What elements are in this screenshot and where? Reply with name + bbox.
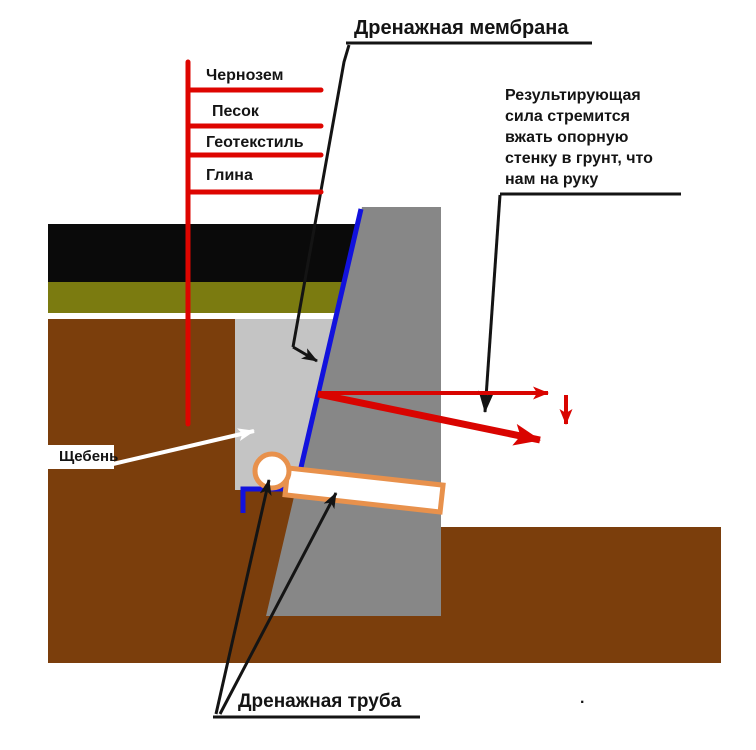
pipe-label: Дренажная труба [238, 691, 402, 712]
pipe-leader-arrow-body [218, 492, 338, 715]
force-note-line-1: Результирующая [505, 87, 641, 104]
force-note-leader-arrow [478, 194, 502, 413]
layer-label-chernozem: Чернозем [206, 67, 284, 84]
gravel-label: Щебень [59, 448, 119, 465]
gravel-label-box: Щебень [48, 445, 118, 469]
topsoil-layer-shape [48, 224, 358, 282]
force-note-line-3: вжать опорную [505, 129, 629, 146]
force-note-line-2: сила стремится [505, 108, 630, 125]
layer-label-glina: Глина [206, 167, 253, 184]
geotextile-layer-shape [48, 313, 338, 319]
force-note-text: Результирующая сила стремится вжать опор… [505, 85, 653, 190]
retaining-wall-shape [266, 207, 441, 616]
membrane-leader-arrow [292, 345, 318, 363]
force-vector-resultant [317, 390, 541, 446]
stray-period-mark: . [580, 690, 585, 707]
membrane-leader-line [291, 44, 351, 348]
membrane-title-label: Дренажная мембрана [354, 17, 569, 39]
layer-label-pesok: Песок [212, 103, 259, 120]
gravel-arrow [112, 428, 255, 466]
force-note-line-4: стенку в грунт, что [505, 150, 653, 167]
drainage-pipe-circle [252, 451, 292, 491]
force-note-line-5: нам на руку [505, 171, 599, 188]
sand-layer-shape [48, 282, 345, 313]
pipe-leader-arrow-circle [214, 479, 272, 715]
layer-label-geotextil: Геотекстиль [206, 134, 304, 151]
